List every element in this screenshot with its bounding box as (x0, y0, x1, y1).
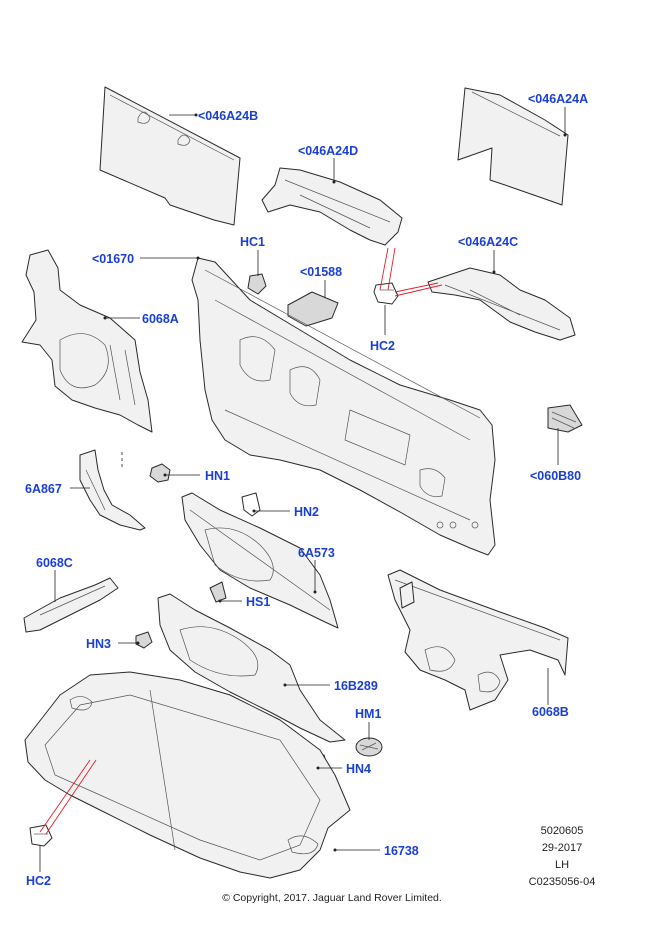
part-01670-bulkhead (191, 257, 496, 556)
label-HN3: HN3 (86, 637, 111, 651)
label-046A24A: <046A24A (528, 92, 588, 106)
label-16738: 16738 (384, 844, 419, 858)
label-6068A: 6068A (142, 312, 179, 326)
label-HC2-bottom: HC2 (26, 874, 51, 888)
part-6068C (23, 577, 119, 633)
part-01588 (287, 291, 339, 327)
part-6A573 (181, 492, 339, 629)
label-HC2-top: HC2 (370, 339, 395, 353)
label-046A24B: <046A24B (198, 109, 258, 123)
part-HC1 (247, 273, 267, 295)
label-6A867: 6A867 (25, 482, 62, 496)
meta-date: 29-2017 (542, 842, 582, 854)
part-HM1 (355, 737, 383, 757)
leader-lines (39, 107, 567, 872)
part-HN1 (149, 463, 171, 483)
label-046A24D: <046A24D (298, 144, 358, 158)
copyright-notice: © Copyright, 2017. Jaguar Land Rover Lim… (222, 892, 442, 904)
part-16738 (24, 671, 351, 879)
part-046A24C (427, 267, 576, 341)
part-060B80 (547, 404, 583, 433)
part-HC2-top (373, 282, 399, 305)
metadata-block: 5020605 29-2017 LH C0235056-04 (529, 825, 596, 888)
part-HS1 (209, 581, 227, 603)
part-6068B (387, 569, 569, 711)
part-HN2 (241, 492, 261, 517)
part-16B289 (157, 593, 346, 743)
label-6068B: 6068B (532, 705, 569, 719)
part-046A24B (99, 86, 241, 226)
part-046A24D (261, 167, 403, 246)
callout-labels: <046A24B <046A24A <046A24D HC1 <01670 <0… (25, 92, 588, 888)
part-6A867 (79, 449, 146, 531)
part-HC2-bottom (29, 824, 53, 847)
label-HM1: HM1 (355, 707, 381, 721)
part-HN3 (135, 631, 153, 649)
label-01670: <01670 (92, 252, 134, 266)
label-060B80: <060B80 (530, 469, 581, 483)
label-HN4: HN4 (346, 762, 371, 776)
part-046A24A (457, 87, 569, 206)
label-HS1: HS1 (246, 595, 270, 609)
label-6A573: 6A573 (298, 546, 335, 560)
meta-side: LH (555, 859, 569, 871)
part-6068A (21, 249, 153, 433)
label-6068C: 6068C (36, 556, 73, 570)
label-HN2: HN2 (294, 505, 319, 519)
label-HC1: HC1 (240, 235, 265, 249)
meta-ref: C0235056-04 (529, 876, 596, 888)
label-HN1: HN1 (205, 469, 230, 483)
label-16B289: 16B289 (334, 679, 378, 693)
label-046A24C: <046A24C (458, 235, 518, 249)
meta-code: 5020605 (541, 825, 584, 837)
label-01588: <01588 (300, 265, 342, 279)
